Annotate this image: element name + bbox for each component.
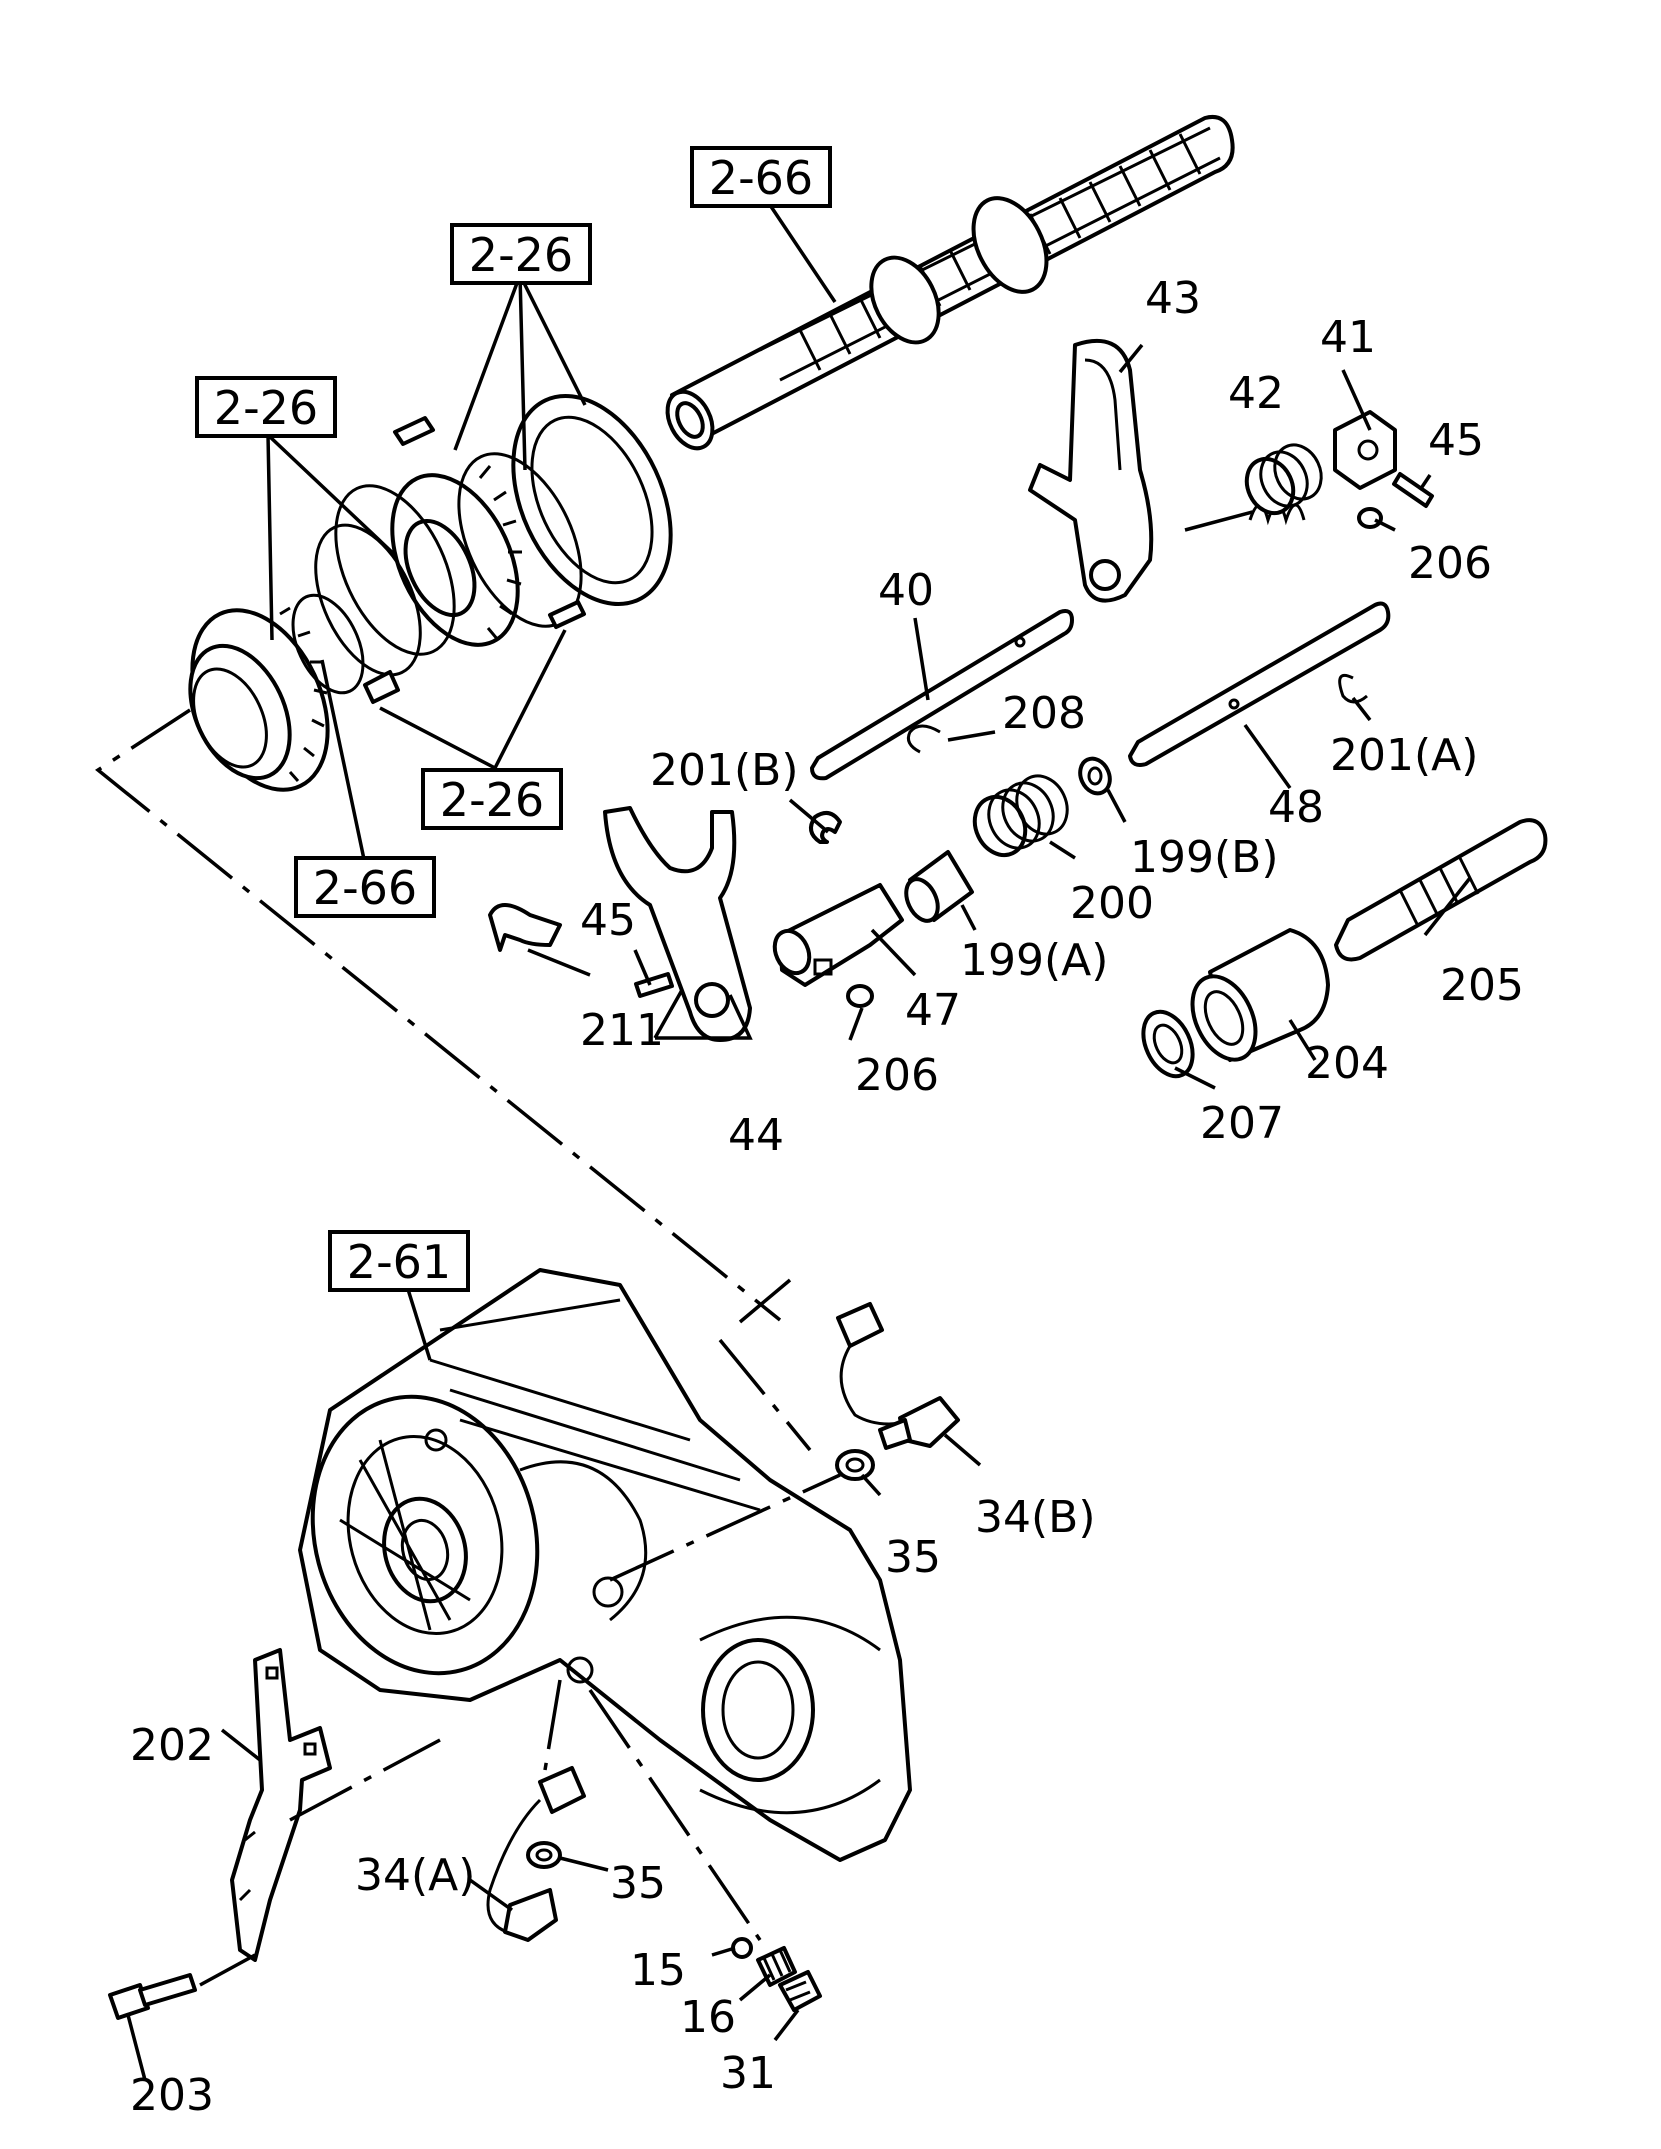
ref-text: 2-66 bbox=[313, 861, 417, 915]
ball-206-left bbox=[846, 984, 874, 1008]
plug-31 bbox=[778, 1970, 822, 2012]
sleeve-204 bbox=[1190, 928, 1330, 1062]
shift-rod-40 bbox=[810, 609, 1074, 781]
bushing-207 bbox=[1141, 1009, 1195, 1079]
ref-text: 2-26 bbox=[214, 381, 318, 435]
spring-42 bbox=[1244, 443, 1323, 526]
callout-16: 16 bbox=[680, 1992, 736, 2043]
ball-15 bbox=[731, 1937, 753, 1959]
main-shaft bbox=[665, 115, 1235, 451]
ref-box-2-26-top: 2-26 bbox=[450, 223, 592, 285]
callout-206-left: 206 bbox=[855, 1050, 939, 1101]
callout-40: 40 bbox=[878, 565, 934, 616]
washer-35-bottom bbox=[526, 1841, 562, 1869]
clip-211 bbox=[488, 903, 562, 952]
clip-208 bbox=[906, 724, 941, 754]
callout-43: 43 bbox=[1145, 273, 1201, 324]
ref-text: 2-26 bbox=[440, 773, 544, 827]
ref-box-2-66-ring: 2-66 bbox=[294, 856, 436, 918]
shift-fork-43 bbox=[1028, 339, 1154, 603]
washer-35-top bbox=[835, 1449, 875, 1481]
callout-44: 44 bbox=[728, 1110, 784, 1161]
shaft-205 bbox=[1334, 818, 1548, 962]
detent-bolt bbox=[363, 670, 400, 704]
leader-lines bbox=[126, 204, 1472, 2081]
washer-199b-hole bbox=[1087, 766, 1103, 786]
switch-34b bbox=[836, 1302, 960, 1450]
ref-text: 2-66 bbox=[709, 151, 813, 205]
ball-206-right bbox=[1357, 507, 1383, 529]
washer-199b bbox=[1078, 756, 1112, 796]
shifter-47 bbox=[772, 883, 904, 987]
ref-box-2-26-mid: 2-26 bbox=[421, 768, 563, 830]
callout-31: 31 bbox=[720, 2048, 776, 2099]
callout-34a: 34(A) bbox=[355, 1850, 475, 1901]
callout-202: 202 bbox=[130, 1720, 214, 1771]
callout-201a: 201(A) bbox=[1330, 730, 1478, 781]
gear-2-26 bbox=[188, 606, 330, 792]
callout-204: 204 bbox=[1305, 1038, 1389, 1089]
callout-200: 200 bbox=[1070, 878, 1154, 929]
assembly-centerlines bbox=[95, 508, 1261, 1987]
callout-15: 15 bbox=[630, 1945, 686, 1996]
clip-201b bbox=[809, 811, 842, 844]
callout-35-top: 35 bbox=[885, 1532, 941, 1583]
shift-fork-44 bbox=[603, 806, 752, 1042]
callout-205: 205 bbox=[1440, 960, 1524, 1011]
ref-text: 2-61 bbox=[347, 1235, 451, 1289]
clip-201a bbox=[1338, 673, 1368, 704]
ref-text: 2-26 bbox=[469, 228, 573, 282]
shift-rod-48 bbox=[1128, 601, 1391, 767]
bolt-203 bbox=[108, 1973, 197, 2020]
callout-199b: 199(B) bbox=[1130, 832, 1279, 883]
callout-206-right: 206 bbox=[1408, 538, 1492, 589]
snap-ring-2-66 bbox=[291, 593, 365, 695]
callout-35-bottom: 35 bbox=[610, 1858, 666, 1909]
callout-47: 47 bbox=[905, 985, 961, 1036]
callout-45-right: 45 bbox=[1428, 415, 1484, 466]
callout-labels: 43 41 42 45 206 40 208 201(A) 48 201(B) … bbox=[130, 273, 1524, 2121]
callout-41: 41 bbox=[1320, 312, 1376, 363]
callout-42: 42 bbox=[1228, 368, 1284, 419]
transfer-case-housing bbox=[298, 1268, 912, 1862]
spring-200 bbox=[972, 774, 1069, 858]
bracket-202 bbox=[230, 1648, 332, 1962]
callout-207: 207 bbox=[1200, 1098, 1284, 1149]
callout-201b: 201(B) bbox=[650, 745, 799, 796]
ref-box-2-66-shaft: 2-66 bbox=[690, 146, 832, 208]
callout-208: 208 bbox=[1002, 688, 1086, 739]
ref-box-2-61-case: 2-61 bbox=[328, 1230, 470, 1292]
callout-199a: 199(A) bbox=[960, 935, 1108, 986]
synchro-keys bbox=[393, 416, 586, 629]
callout-45-left: 45 bbox=[580, 895, 636, 946]
blocker-ring bbox=[314, 523, 422, 677]
sleeve-199a bbox=[904, 850, 974, 923]
pin-45-left bbox=[634, 972, 674, 998]
callout-203: 203 bbox=[130, 2070, 214, 2121]
synchro-hub-sleeve bbox=[334, 394, 673, 656]
callout-34b: 34(B) bbox=[975, 1492, 1096, 1543]
interlock-block-41 bbox=[1333, 410, 1397, 490]
callout-48: 48 bbox=[1268, 782, 1324, 833]
callout-211: 211 bbox=[580, 1005, 664, 1056]
ref-box-2-26-left: 2-26 bbox=[195, 376, 337, 438]
switch-34a bbox=[486, 1766, 586, 1942]
